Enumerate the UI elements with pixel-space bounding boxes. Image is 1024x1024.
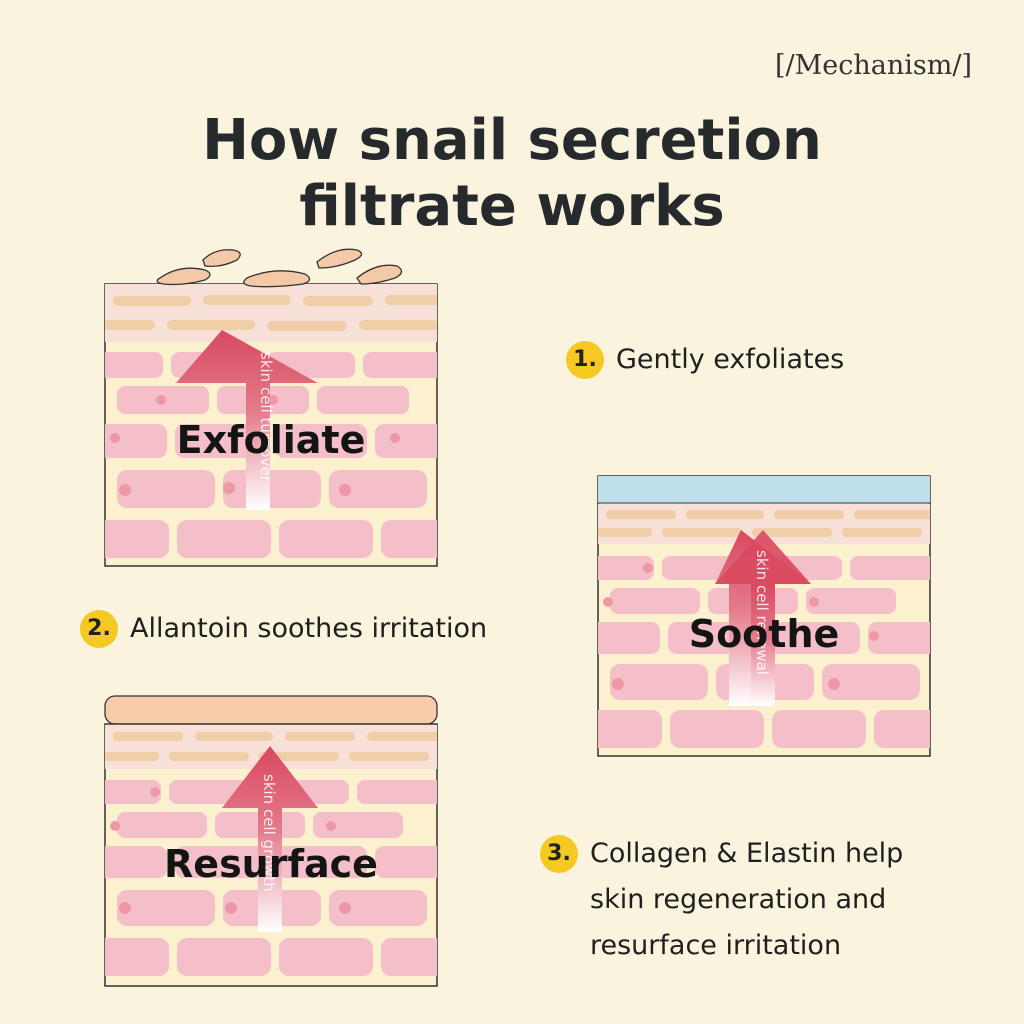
step-1: 1. Gently exfoliates (566, 337, 844, 383)
page-title-line-2: filtrate works (299, 174, 725, 239)
step-2-badge: 2. (80, 610, 118, 648)
soothe-panel: skin cell renewal Soothe (597, 475, 931, 757)
soothe-arrow-text: skin cell renewal (753, 550, 771, 675)
resurface-skin-diagram: skin cell growth (104, 695, 438, 987)
step-2-text: Allantoin soothes irritation (130, 613, 488, 644)
step-1-badge: 1. (566, 341, 604, 379)
section-tag: [/Mechanism/] (775, 50, 972, 81)
step-3: 3. Collagen & Elastin help skin regenera… (540, 831, 950, 969)
step-2: 2. Allantoin soothes irritation (80, 606, 487, 652)
step-3-badge: 3. (540, 835, 578, 873)
resurface-arrow-text: skin cell growth (260, 774, 278, 892)
exfoliate-panel: skin cell turnover Exfoliate (104, 240, 438, 567)
soothe-skin-diagram: skin cell renewal (597, 475, 931, 757)
step-3-text: Collagen & Elastin help skin regeneratio… (590, 838, 904, 961)
exfoliate-skin-diagram: skin cell turnover (104, 248, 438, 567)
page-title: How snail secretion filtrate works (0, 108, 1024, 240)
step-1-text: Gently exfoliates (616, 344, 845, 375)
page-title-line-1: How snail secretion (202, 108, 822, 173)
exfoliate-arrow-text: skin cell turnover (257, 352, 275, 483)
resurface-panel: skin cell growth Resurface (104, 695, 438, 987)
